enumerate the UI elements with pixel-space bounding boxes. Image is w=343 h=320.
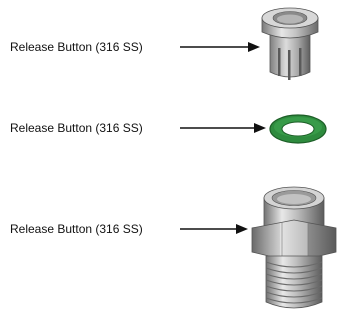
threaded-fitting-body-icon — [251, 186, 337, 309]
callout-arrow-fitting-body — [180, 224, 248, 234]
callout-label-collet: Release Button (316 SS) — [10, 40, 143, 54]
o-ring-icon — [269, 114, 327, 144]
callout-arrow-o-ring — [180, 123, 266, 133]
collet-sleeve-icon — [261, 7, 319, 80]
callout-arrow-collet — [180, 42, 260, 52]
callout-label-fitting-body: Release Button (316 SS) — [10, 222, 143, 236]
callout-label-o-ring: Release Button (316 SS) — [10, 121, 143, 135]
